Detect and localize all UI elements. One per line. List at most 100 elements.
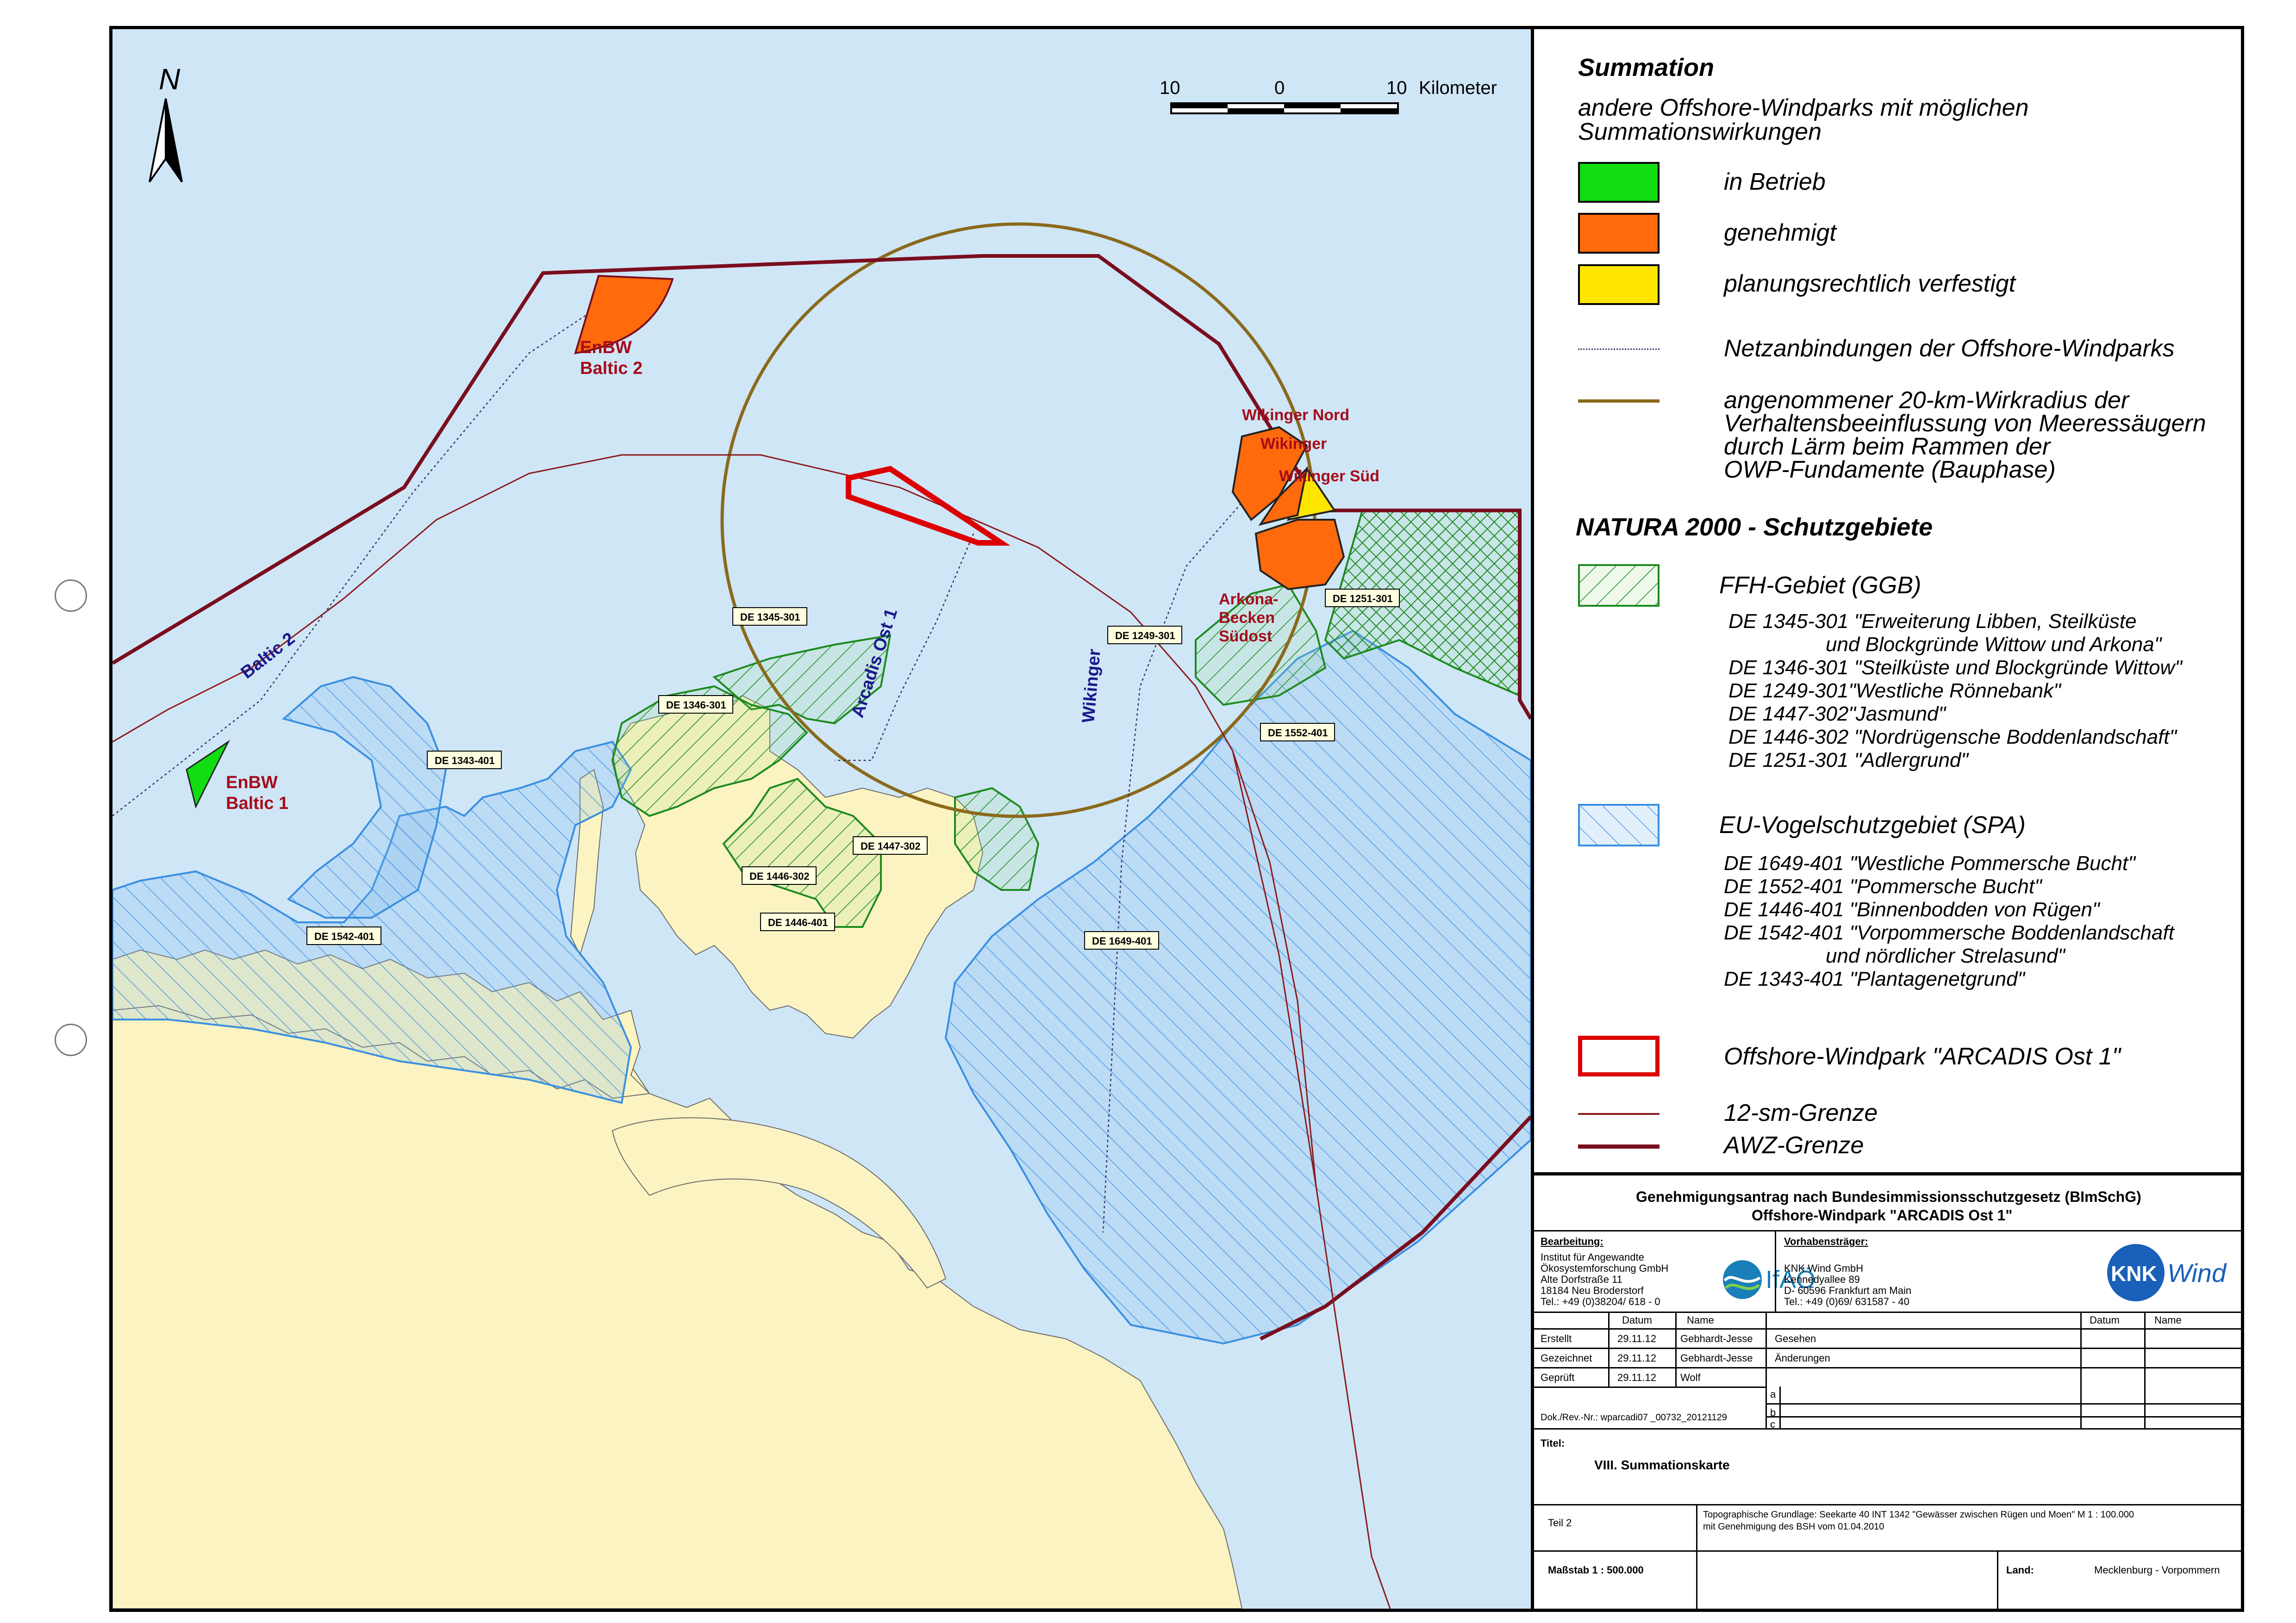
tb-teil: Teil 2 bbox=[1548, 1517, 1572, 1529]
tb-row-geprueft-datum: 29.11.12 bbox=[1617, 1372, 1657, 1383]
scalebar-mid: 0 bbox=[1274, 78, 1285, 98]
svg-text:DE 1542-401: DE 1542-401 bbox=[314, 931, 374, 942]
legend-sm12: 12-sm-Grenze bbox=[1724, 1100, 1878, 1126]
legend-sm12-line bbox=[1578, 1113, 1660, 1115]
areacode-de1251: DE 1251-301 bbox=[1325, 589, 1400, 607]
tb-bearbeitung-2: Ökosystemforschung GmbH bbox=[1541, 1262, 1669, 1274]
legend-spa-item-5: und nördlicher Strelasund" bbox=[1826, 945, 2065, 967]
areacode-de1343: DE 1343-401 bbox=[427, 751, 502, 769]
legend-spa-item-1: DE 1649-401 "Westliche Pommersche Bucht" bbox=[1724, 852, 2135, 875]
park-wikinger[interactable] bbox=[1258, 466, 1309, 526]
legend-awz-line bbox=[1578, 1144, 1660, 1149]
tb-row-gezeichnet-datum: 29.11.12 bbox=[1617, 1352, 1657, 1364]
map-frame bbox=[109, 26, 2244, 1612]
legend-radius-4: OWP-Fundamente (Bauphase) bbox=[1724, 456, 2056, 483]
legend-netz: Netzanbindungen der Offshore-Windparks bbox=[1724, 335, 2175, 362]
tb-rev-c: c bbox=[1770, 1418, 1775, 1430]
tb-row-erstellt-name: Gebhardt-Jesse bbox=[1680, 1333, 1753, 1344]
svg-text:DE 1649-401: DE 1649-401 bbox=[1092, 935, 1152, 947]
svg-text:DE 1552-401: DE 1552-401 bbox=[1268, 727, 1328, 739]
areacode-de1649: DE 1649-401 bbox=[1084, 931, 1159, 950]
park-arcadis-ost-1[interactable] bbox=[846, 466, 1011, 546]
svg-text:DE 1446-302: DE 1446-302 bbox=[749, 871, 810, 882]
tb-row-geprueft-name: Wolf bbox=[1680, 1372, 1701, 1383]
label-wikinger-nord: Wikinger Nord bbox=[1242, 406, 1349, 424]
ffh-de1249-301[interactable] bbox=[1195, 583, 1327, 706]
svg-text:DE 1249-301: DE 1249-301 bbox=[1115, 630, 1175, 641]
svg-text:KNK: KNK bbox=[2111, 1262, 2157, 1286]
tb-grundlage-1: Topographische Grundlage: Seekarte 40 IN… bbox=[1703, 1510, 2134, 1520]
netzanbindung-wikinger bbox=[1102, 491, 1252, 1233]
legend-natura-title: NATURA 2000 - Schutzgebiete bbox=[1576, 513, 1933, 541]
label-arkona-3: Südost bbox=[1219, 628, 1272, 645]
legend-awz: AWZ-Grenze bbox=[1724, 1132, 1864, 1159]
tb-header-2: Offshore-Windpark "ARCADIS Ost 1" bbox=[1752, 1207, 2013, 1224]
ffh-de1346-301[interactable] bbox=[611, 685, 808, 817]
title-block: Genehmigungsantrag nach Bundesimmissions… bbox=[1531, 1172, 2244, 1612]
awz-grenze bbox=[112, 254, 1531, 720]
tb-titel: VIII. Summationskarte bbox=[1594, 1458, 1730, 1472]
park-arkona-becken-suedost[interactable] bbox=[1254, 519, 1345, 591]
svg-text:DE 1346-301: DE 1346-301 bbox=[666, 699, 726, 711]
sm12-grenze-2 bbox=[1232, 751, 1317, 1187]
label-arkona-2: Becken bbox=[1219, 609, 1275, 627]
tb-bearbeitung-label: Bearbeitung: bbox=[1541, 1236, 1603, 1247]
map-area[interactable]: N 10 0 10 Kilometer EnBW Baltic 2 EnBW B… bbox=[112, 29, 1531, 1609]
tb-grundlage-2: mit Genehmigung des BSH vom 01.04.2010 bbox=[1703, 1522, 1884, 1532]
legend-summation-sub-1: andere Offshore-Windparks mit möglichen bbox=[1578, 94, 2029, 121]
legend-ffh: FFH-Gebiet (GGB) bbox=[1719, 572, 1922, 599]
tb-land-label: Land: bbox=[2006, 1564, 2034, 1576]
svg-text:DE 1345-301: DE 1345-301 bbox=[740, 611, 800, 623]
label-enbw-baltic2-1: EnBW bbox=[580, 338, 632, 357]
tb-col-name: Name bbox=[1687, 1314, 1714, 1326]
tb-vorhaben-1: KNK Wind GmbH bbox=[1784, 1262, 1864, 1274]
legend-ffh-item-1: DE 1345-301 "Erweiterung Libben, Steilkü… bbox=[1728, 610, 2137, 633]
tb-col-datum: Datum bbox=[1622, 1314, 1652, 1326]
legend-swatch-in-betrieb bbox=[1578, 162, 1660, 203]
legend-swatch-spa bbox=[1578, 804, 1660, 846]
tb-row-gezeichnet-name: Gebhardt-Jesse bbox=[1680, 1352, 1753, 1364]
legend-radius-3: durch Lärm beim Rammen der bbox=[1724, 433, 2051, 460]
knk-wind-logo: KNK Wind bbox=[2107, 1244, 2227, 1301]
legend-swatch-genehmigt bbox=[1578, 213, 1660, 254]
tb-massstab: Maßstab 1 : 500.000 bbox=[1548, 1564, 1644, 1576]
legend-radius-2: Verhaltensbeeinflussung von Meeressäuger… bbox=[1724, 410, 2206, 437]
areacode-de1345: DE 1345-301 bbox=[732, 607, 807, 626]
svg-text:IfAÖ: IfAÖ bbox=[1766, 1266, 1816, 1293]
legend-ffh-item-3: DE 1346-301 "Steilküste und Blockgründe … bbox=[1728, 656, 2182, 679]
tb-vorhaben-3: D- 60596 Frankfurt am Main bbox=[1784, 1285, 1912, 1296]
tb-bearbeitung-1: Institut für Angewandte bbox=[1541, 1251, 1644, 1263]
label-enbw-baltic1-1: EnBW bbox=[226, 773, 278, 792]
tb-dok-nr: Dok./Rev.-Nr.: wparcadi07 _00732_2012112… bbox=[1541, 1412, 1727, 1423]
scalebar-unit: Kilometer bbox=[1419, 78, 1497, 98]
tb-titel-label: Titel: bbox=[1541, 1437, 1565, 1449]
tb-bearbeitung-5: Tel.: +49 (0)38204/ 618 - 0 bbox=[1541, 1296, 1660, 1307]
svg-text:DE 1447-302: DE 1447-302 bbox=[861, 840, 921, 852]
label-wikinger: Wikinger bbox=[1260, 435, 1327, 453]
legend-ffh-item-6: DE 1446-302 "Nordrügensche Boddenlandsch… bbox=[1728, 726, 2177, 748]
legend-spa-item-4: DE 1542-401 "Vorpommersche Boddenlandsch… bbox=[1724, 921, 2174, 944]
svg-text:DE 1343-401: DE 1343-401 bbox=[435, 755, 495, 766]
legend-in-betrieb: in Betrieb bbox=[1724, 168, 1826, 195]
svg-text:Wind: Wind bbox=[2167, 1258, 2227, 1287]
legend-ffh-item-7: DE 1251-301 "Adlergrund" bbox=[1728, 749, 1969, 771]
legend-arcadis: Offshore-Windpark "ARCADIS Ost 1" bbox=[1724, 1043, 2121, 1070]
areacode-de1552: DE 1552-401 bbox=[1260, 723, 1335, 741]
park-enbw-baltic1[interactable] bbox=[186, 740, 230, 809]
legend-swatch-verfestigt bbox=[1578, 264, 1660, 305]
scalebar-right: 10 bbox=[1386, 78, 1407, 98]
legend-swatch-ffh bbox=[1578, 564, 1660, 607]
north-arrow-icon bbox=[149, 98, 183, 183]
spa-de1343-401[interactable] bbox=[281, 676, 447, 919]
spa-de1552-649[interactable] bbox=[944, 629, 1531, 1345]
ffh-de1345-301[interactable] bbox=[712, 634, 892, 725]
label-enbw-baltic2-2: Baltic 2 bbox=[580, 359, 643, 378]
legend-swatch-arcadis bbox=[1578, 1036, 1660, 1076]
legend-netz-line bbox=[1578, 348, 1660, 350]
areacode-de1346: DE 1346-301 bbox=[658, 695, 733, 714]
legend-ffh-item-4: DE 1249-301"Westliche Rönnebank" bbox=[1728, 679, 2061, 702]
park-enbw-baltic2[interactable] bbox=[574, 274, 674, 354]
tb-right-gesehen: Gesehen bbox=[1775, 1333, 1816, 1344]
punch-hole-bottom bbox=[55, 1024, 87, 1056]
tb-land: Mecklenburg - Vorpommern bbox=[2094, 1564, 2220, 1576]
